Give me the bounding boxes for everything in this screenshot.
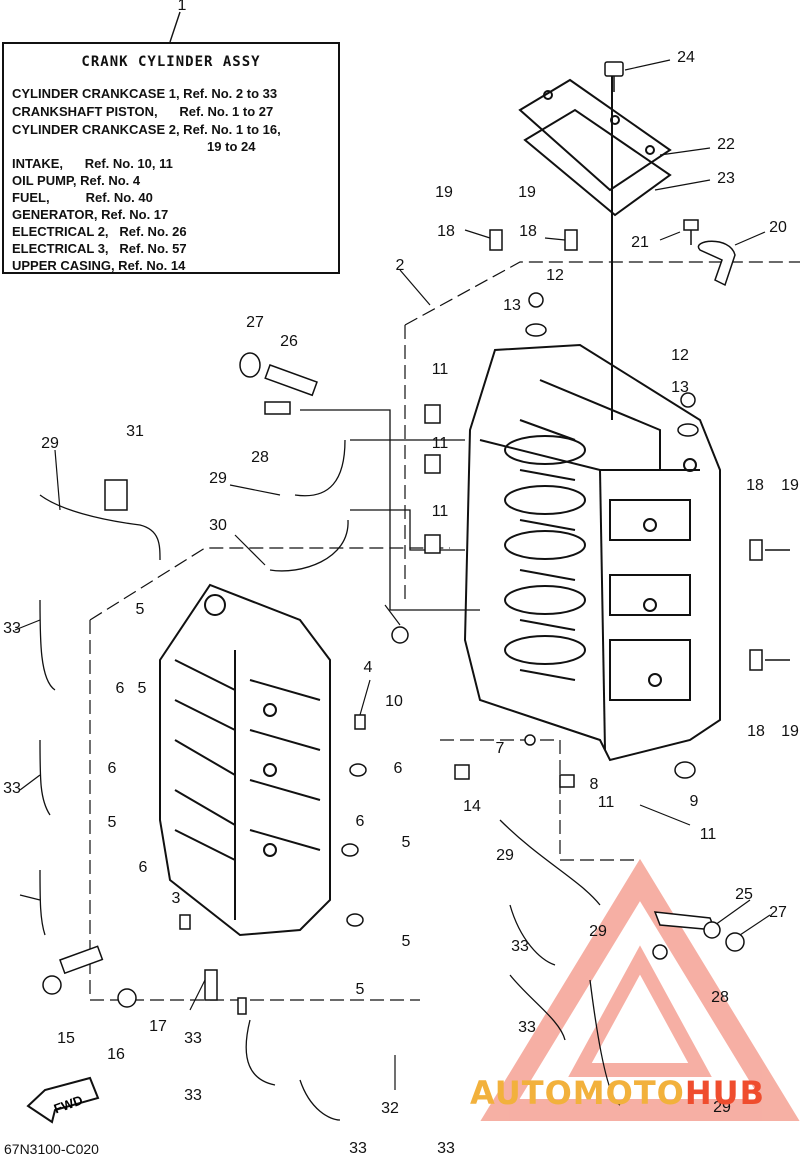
callout-10: 10 [385, 693, 403, 710]
callout-11: 11 [700, 826, 717, 843]
callout-33: 33 [511, 938, 529, 955]
callout-33: 33 [349, 1140, 367, 1156]
callout-32: 32 [381, 1100, 399, 1117]
callout-5: 5 [402, 834, 411, 851]
legend-line: GENERATOR, Ref. No. 17 [12, 207, 169, 222]
callout-9: 9 [690, 793, 699, 810]
legend-line: 19 to 24 [12, 139, 256, 154]
callout-29: 29 [41, 435, 59, 452]
head-cover-drawing [518, 70, 672, 420]
callout-7: 7 [496, 740, 505, 757]
watermark-text: AUTOMOTOHUB [470, 1074, 765, 1112]
callout-20: 20 [769, 219, 787, 236]
callout-26: 26 [280, 333, 298, 350]
callout-11: 11 [432, 503, 449, 520]
legend-line: CYLINDER CRANKCASE 1, Ref. No. 2 to 33 [12, 86, 278, 101]
callout-12: 12 [546, 267, 564, 284]
callout-6: 6 [394, 760, 403, 777]
callout-17: 17 [149, 1018, 167, 1035]
small-parts-drawing [42, 61, 790, 1015]
callout-2: 2 [396, 257, 405, 274]
callout-6: 6 [139, 859, 148, 876]
callout-numbers: 1 24 22 23 19 19 18 18 21 20 2 12 13 12 13 27 26 11 11 11 28… [3, 0, 799, 1156]
callout-4: 4 [364, 659, 373, 676]
callout-6: 6 [108, 760, 117, 777]
callout-30: 30 [209, 517, 227, 534]
callout-5: 5 [136, 601, 145, 618]
callout-3: 3 [172, 890, 181, 907]
callout-23: 23 [717, 170, 735, 187]
legend-title: CRANK CYLINDER ASSY [81, 54, 261, 70]
legend-line: FUEL, Ref. No. 40 [12, 190, 153, 205]
legend-line: OIL PUMP, Ref. No. 4 [12, 173, 141, 188]
callout-11: 11 [598, 794, 615, 811]
callout-33: 33 [518, 1019, 536, 1036]
leader-lines [14, 59, 771, 1090]
hose-lines-drawing [39, 409, 621, 1121]
callout-28: 28 [251, 449, 269, 466]
callout-12: 12 [671, 347, 689, 364]
callout-33: 33 [437, 1140, 455, 1156]
callout-24: 24 [677, 49, 695, 66]
callout-19: 19 [435, 184, 453, 201]
watermark-part-2: MOTO [572, 1074, 685, 1112]
callout-28: 28 [711, 989, 729, 1006]
legend-line: UPPER CASING, Ref. No. 14 [12, 258, 186, 273]
fwd-arrow-icon: FWD [26, 1076, 100, 1124]
watermark-part-1: AUTO [470, 1074, 573, 1112]
cylinder-crankcase-2-drawing [463, 343, 721, 762]
callout-29: 29 [496, 847, 514, 864]
callout-5: 5 [356, 981, 365, 998]
callout-6: 6 [356, 813, 365, 830]
callout-33: 33 [184, 1030, 202, 1047]
legend-line: ELECTRICAL 3, Ref. No. 57 [12, 241, 187, 256]
callout-33: 33 [3, 620, 21, 637]
legend-box: CRANK CYLINDER ASSY CYLINDER CRANKCASE 1… [2, 42, 340, 274]
callout-27: 27 [769, 904, 787, 921]
legend-line: ELECTRICAL 2, Ref. No. 26 [12, 224, 187, 239]
callout-13: 13 [503, 297, 521, 314]
callout-14: 14 [463, 798, 481, 815]
legend-line: CYLINDER CRANKCASE 2, Ref. No. 1 to 16, [12, 122, 281, 137]
callout-18: 18 [437, 223, 455, 240]
callout-19: 19 [518, 184, 536, 201]
callout-5: 5 [402, 933, 411, 950]
callout-16: 16 [107, 1046, 125, 1063]
callout-15: 15 [57, 1030, 75, 1047]
callout-18: 18 [746, 477, 764, 494]
callout-29: 29 [713, 1099, 731, 1116]
callout-31: 31 [126, 423, 144, 440]
callout-21: 21 [631, 234, 649, 251]
callout-27: 27 [246, 314, 264, 331]
callout-13: 13 [671, 379, 689, 396]
callout-8: 8 [590, 776, 599, 793]
callout-18: 18 [519, 223, 537, 240]
cylinder-crankcase-1-drawing [159, 583, 331, 937]
callout-11: 11 [432, 435, 449, 452]
diagram-code: 67N3100-C020 [4, 1141, 99, 1156]
callout-18: 18 [747, 723, 765, 740]
callout-33: 33 [184, 1087, 202, 1104]
callout-19: 19 [781, 477, 799, 494]
callout-5: 5 [138, 680, 147, 697]
callout-22: 22 [717, 136, 735, 153]
callout-1: 1 [178, 0, 187, 14]
callout-25: 25 [735, 886, 753, 903]
callout-6: 6 [116, 680, 125, 697]
callout-29: 29 [209, 470, 227, 487]
callout-11: 11 [432, 361, 449, 378]
callout-33: 33 [3, 780, 21, 797]
watermark-triangle-icon [480, 858, 800, 1121]
legend-line: CRANKSHAFT PISTON, Ref. No. 1 to 27 [12, 104, 274, 119]
callout-19: 19 [781, 723, 799, 740]
callout-29: 29 [589, 923, 607, 940]
callout-5: 5 [108, 814, 117, 831]
watermark-part-3: HUB [684, 1074, 766, 1112]
legend-line: INTAKE, Ref. No. 10, 11 [12, 156, 173, 171]
